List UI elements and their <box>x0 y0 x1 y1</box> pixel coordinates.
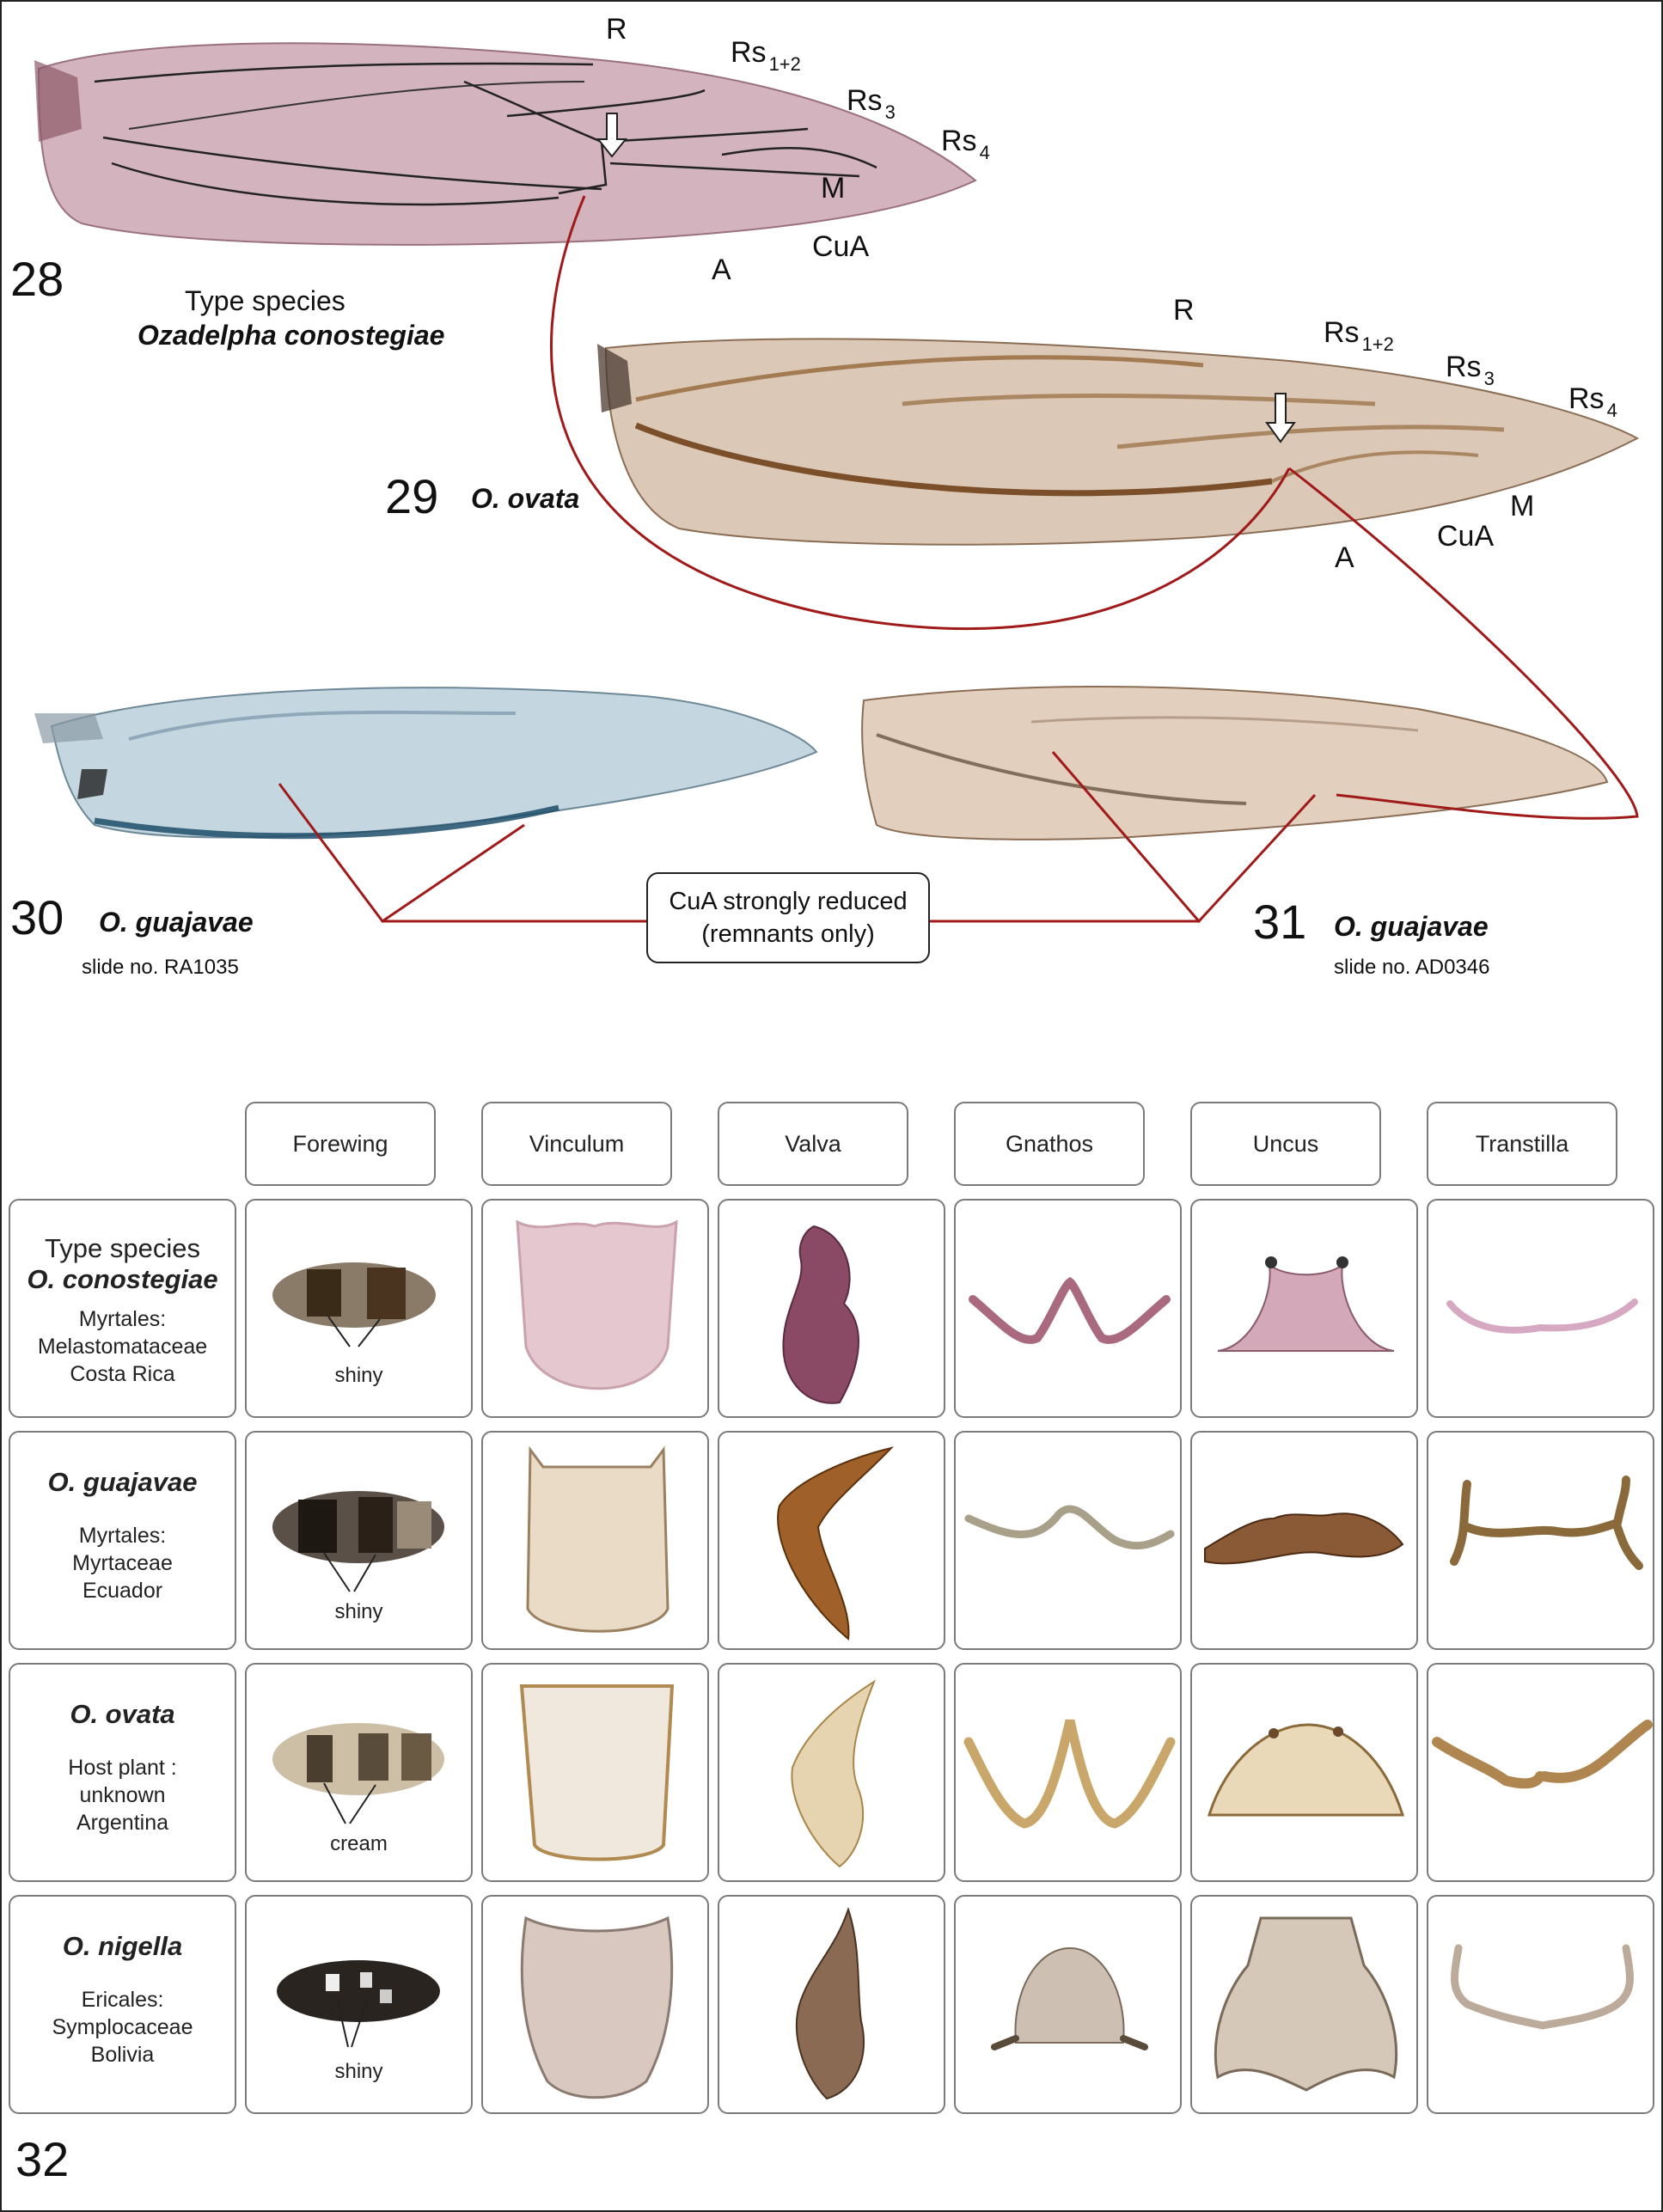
vein-label-cua-28: CuA <box>812 230 870 263</box>
figure-31-slide: slide no. AD0346 <box>1334 956 1490 979</box>
species-cell-guajavae: O. guajavae Myrtales: Myrtaceae Ecuador <box>9 1431 236 1650</box>
column-header-uncus: Uncus <box>1190 1102 1381 1186</box>
gnathos-cell-guajavae <box>954 1431 1182 1650</box>
column-header-valva: Valva <box>718 1102 908 1186</box>
species-name: O. guajavae <box>47 1467 198 1497</box>
callout-line2: (remnants only) <box>701 920 875 948</box>
figure-28-caption-species: Ozadelpha conostegiae <box>138 320 445 351</box>
species-name: O. ovata <box>70 1699 175 1729</box>
uncus-cell-conostegiae <box>1190 1199 1418 1418</box>
column-header-transtilla: Transtilla <box>1427 1102 1617 1186</box>
wing-note: cream <box>330 1832 388 1855</box>
species-cell-ovata: O. ovata Host plant : unknown Argentina <box>9 1663 236 1882</box>
country: Bolivia <box>90 2043 155 2067</box>
vein-label-a-29: A <box>1335 541 1354 574</box>
vein-label-m-29: M <box>1510 490 1535 522</box>
host-family: Myrtaceae <box>72 1551 173 1575</box>
cua-reduced-callout: CuA strongly reduced (remnants only) <box>646 872 930 963</box>
host-order: Ericales: <box>81 1988 164 2012</box>
species-cell-conostegiae: Type species O. conostegiae Myrtales: Me… <box>9 1199 236 1418</box>
wing-30 <box>34 687 818 840</box>
vinculum-cell-nigella <box>481 1895 709 2114</box>
gnathos-cell-conostegiae <box>954 1199 1182 1418</box>
vein-label-r-28: R <box>606 13 627 46</box>
species-cell-nigella: O. nigella Ericales: Symplocaceae Bolivi… <box>9 1895 236 2114</box>
host-family: Symplocaceae <box>52 2015 193 2039</box>
forewing-cell-ovata: cream <box>245 1663 473 1882</box>
figure-number-30: 30 <box>10 890 64 944</box>
vein-label-a-28: A <box>712 254 731 286</box>
host-family: unknown <box>79 1783 166 1807</box>
transtilla-cell-ovata <box>1427 1663 1654 1882</box>
wing-note: shiny <box>334 2060 383 2083</box>
wing-28 <box>34 42 977 246</box>
wing-note: shiny <box>334 1600 383 1623</box>
figure-number-31: 31 <box>1253 895 1307 949</box>
country: Argentina <box>76 1811 169 1835</box>
species-name: O. nigella <box>62 1931 183 1961</box>
column-header-vinculum: Vinculum <box>481 1102 672 1186</box>
figure-29-species: O. ovata <box>471 483 580 514</box>
gnathos-cell-ovata <box>954 1663 1182 1882</box>
host-order: Myrtales: <box>78 1307 167 1331</box>
forewing-cell-conostegiae: shiny <box>245 1199 473 1418</box>
transtilla-cell-nigella <box>1427 1895 1654 2114</box>
valva-cell-ovata <box>718 1663 945 1882</box>
host-family: Melastomataceae <box>37 1335 208 1359</box>
wing-note: shiny <box>334 1364 383 1387</box>
species-name: O. conostegiae <box>27 1264 218 1294</box>
uncus-cell-guajavae <box>1190 1431 1418 1650</box>
transtilla-cell-guajavae <box>1427 1431 1654 1650</box>
host-order: Host plant : <box>68 1756 177 1780</box>
figure-30-species: O. guajavae <box>99 907 254 938</box>
column-header-gnathos: Gnathos <box>954 1102 1145 1186</box>
valva-cell-conostegiae <box>718 1199 945 1418</box>
country: Costa Rica <box>70 1362 175 1386</box>
valva-cell-nigella <box>718 1895 945 2114</box>
vinculum-cell-ovata <box>481 1663 709 1882</box>
wing-29 <box>597 338 1640 546</box>
figure-number-32: 32 <box>15 2132 70 2186</box>
column-header-forewing: Forewing <box>245 1102 436 1186</box>
callout-line1: CuA strongly reduced <box>669 888 908 915</box>
wing-figures-art <box>34 42 1640 924</box>
figure-30-slide: slide no. RA1035 <box>82 956 239 979</box>
forewing-cell-guajavae: shiny <box>245 1431 473 1650</box>
type-species-label: Type species <box>45 1233 200 1263</box>
wing-31 <box>861 686 1609 840</box>
vein-label-r-29: R <box>1173 294 1195 327</box>
figure-number-29: 29 <box>385 469 439 523</box>
figure-31-species: O. guajavae <box>1334 911 1489 942</box>
vinculum-cell-guajavae <box>481 1431 709 1650</box>
figure-number-28: 28 <box>10 252 64 306</box>
vein-label-cua-29: CuA <box>1437 520 1495 553</box>
gnathos-cell-nigella <box>954 1895 1182 2114</box>
uncus-cell-ovata <box>1190 1663 1418 1882</box>
figure-28-caption-line1: Type species <box>185 285 345 316</box>
vinculum-cell-conostegiae <box>481 1199 709 1418</box>
uncus-cell-nigella <box>1190 1895 1418 2114</box>
valva-cell-guajavae <box>718 1431 945 1650</box>
connector-lines <box>278 195 1639 924</box>
country: Ecuador <box>82 1579 163 1603</box>
host-order: Myrtales: <box>78 1524 167 1548</box>
transtilla-cell-conostegiae <box>1427 1199 1654 1418</box>
vein-label-m-28: M <box>821 172 846 205</box>
forewing-cell-nigella: shiny <box>245 1895 473 2114</box>
